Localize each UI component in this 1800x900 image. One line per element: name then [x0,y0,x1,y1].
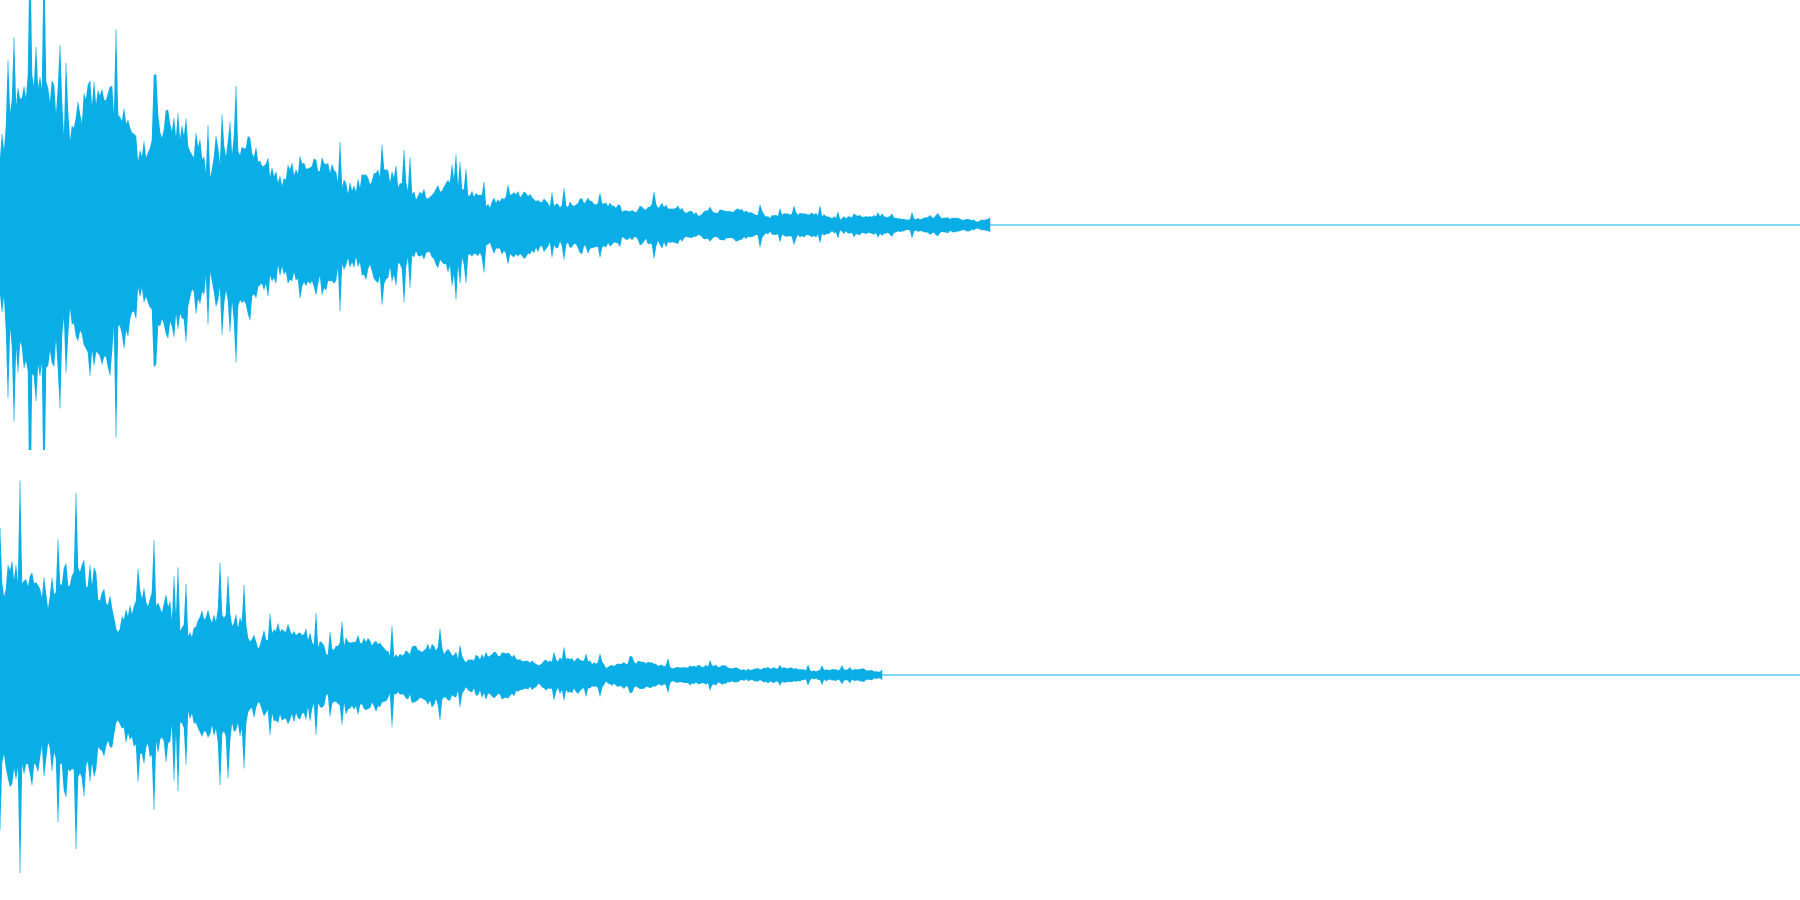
waveform-envelope [0,0,991,450]
waveform-channel-left [0,0,1800,450]
waveform-envelope [0,480,883,874]
waveform-channel-right [0,480,1800,874]
